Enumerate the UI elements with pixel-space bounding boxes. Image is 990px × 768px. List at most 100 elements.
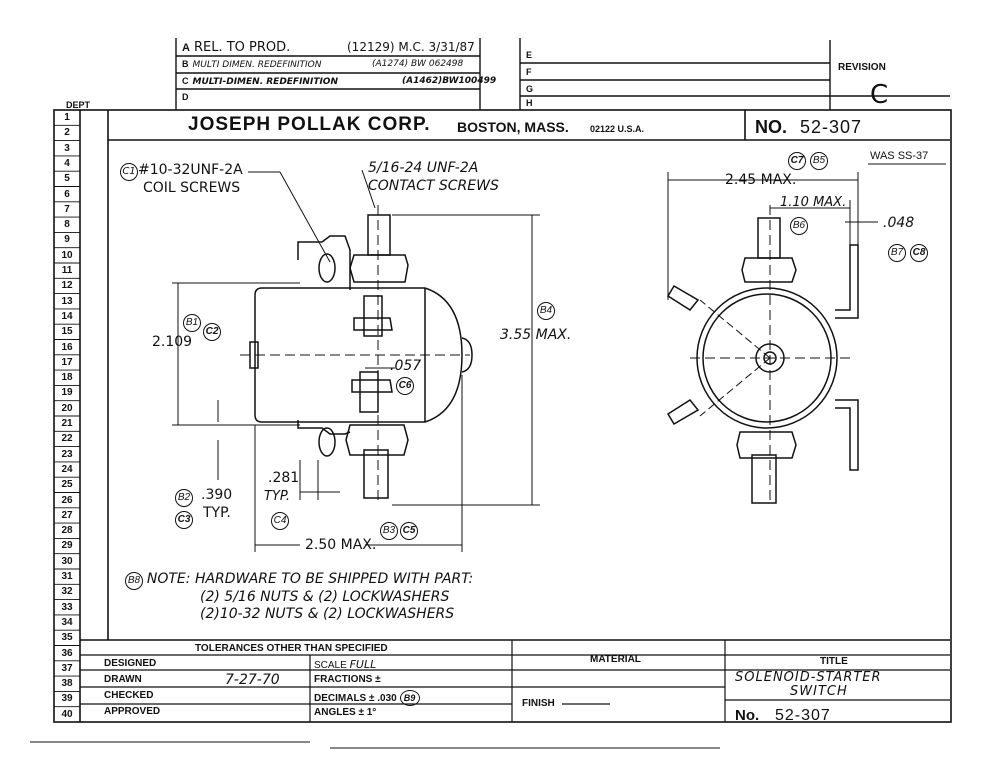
- side-stud-bottom: [751, 454, 777, 504]
- note-line-1: NOTE: HARDWARE TO BE SHIPPED WITH PART:: [146, 571, 474, 587]
- number-label: NO.: [755, 117, 788, 137]
- balloon-b7-wrap: B7: [888, 242, 906, 262]
- title-line-1: SOLENOID-STARTER: [735, 670, 882, 685]
- rev-letter-e: E: [526, 50, 533, 60]
- line-number: 15: [61, 326, 73, 338]
- dim-2109: 2.109: [152, 334, 193, 350]
- material-label: MATERIAL: [590, 654, 641, 665]
- finish-label: FINISH: [522, 698, 555, 709]
- line-number: 34: [61, 616, 73, 628]
- line-number: 3: [64, 142, 70, 154]
- balloon-c8-wrap: C8: [910, 242, 928, 262]
- coil-screws-spec: #10-32UNF-2A: [138, 162, 243, 178]
- line-number: 8: [64, 219, 70, 231]
- balloon-c4-wrap: C4: [271, 510, 289, 530]
- was-number: WAS SS-37: [870, 150, 929, 162]
- front-view: [240, 205, 473, 505]
- line-number: 28: [61, 525, 73, 537]
- balloon-c1: C1: [120, 162, 138, 181]
- line-number: 39: [61, 693, 73, 705]
- drawn-label: DRAWN: [104, 674, 142, 685]
- side-dimensions: [667, 172, 878, 300]
- balloon-c3: C3: [175, 510, 193, 529]
- coil-nut-top: [353, 317, 393, 331]
- balloon-b3: B3: [380, 521, 398, 540]
- line-number: 32: [61, 586, 73, 598]
- line-number: 6: [64, 188, 70, 200]
- line-number-rules: [54, 124, 80, 723]
- contact-stud-top: [367, 214, 391, 256]
- line-number: 29: [61, 540, 73, 552]
- balloon-b8: B8: [125, 571, 143, 590]
- coil-terminal-top: [363, 295, 383, 337]
- balloon-b4: B4: [537, 301, 555, 320]
- decimals-key: DECIMALS ± .030: [314, 693, 397, 704]
- scale-label: SCALE FULL: [314, 658, 376, 671]
- balloon-b1: B1: [183, 313, 201, 332]
- contact-nut-bottom: [345, 424, 409, 456]
- drawn-date: 7-27-70: [225, 672, 280, 688]
- drawing-number: 52-307: [800, 117, 863, 137]
- rev-text: MULTI DIMEN. REDEFINITION: [192, 60, 322, 70]
- designed-label: DESIGNED: [104, 658, 157, 669]
- balloon-b2-wrap: B2: [175, 487, 193, 507]
- line-number: 26: [61, 494, 73, 506]
- line-number: 12: [61, 280, 73, 292]
- line-number: 17: [61, 356, 73, 368]
- line-number: 22: [61, 433, 73, 445]
- rev-letter: C: [182, 76, 189, 86]
- line-number: 13: [61, 295, 73, 307]
- note-line-2: (2) 5/16 NUTS & (2) LOCKWASHERS: [200, 589, 450, 605]
- balloon-b5: B5: [810, 151, 828, 170]
- line-number: 20: [61, 402, 73, 414]
- balloon-c7-wrap: C7: [788, 150, 806, 170]
- decimals-label: DECIMALS ± .030 B9: [314, 690, 420, 706]
- line-number: 38: [61, 678, 73, 690]
- dim-390: .390: [201, 487, 233, 503]
- line-number: 19: [61, 387, 73, 399]
- mounting-bracket-top: [297, 235, 351, 290]
- contact-screws-label: CONTACT SCREWS: [368, 178, 499, 194]
- angles-label: ANGLES ± 1°: [314, 707, 377, 718]
- line-number: 9: [64, 234, 70, 246]
- title-no-value: 52-307: [775, 707, 831, 724]
- rev-ref: (12129) M.C. 3/31/87: [347, 40, 475, 54]
- rev-ref: (A1462)BW100499: [402, 76, 497, 86]
- title-label: TITLE: [820, 656, 848, 667]
- balloon-b6: B6: [790, 216, 808, 235]
- revision-label: REVISION: [838, 62, 886, 73]
- checked-label: CHECKED: [104, 690, 154, 701]
- side-bracket-top: [835, 244, 859, 319]
- approved-label: APPROVED: [104, 706, 161, 717]
- contact-nut-top: [349, 254, 409, 283]
- revision-row-d: D: [182, 92, 193, 102]
- rev-letter: A: [182, 42, 190, 54]
- balloon-c6: C6: [396, 376, 414, 395]
- tolerances-label: TOLERANCES OTHER THAN SPECIFIED: [195, 643, 388, 654]
- side-terminal-upper: [666, 284, 700, 311]
- note-line-3: (2)10-32 NUTS & (2) LOCKWASHERS: [200, 606, 455, 622]
- side-stud-top: [757, 217, 781, 259]
- dim-110: 1.10 MAX.: [780, 195, 847, 210]
- line-number: 23: [61, 448, 73, 460]
- coil-screws-label: COIL SCREWS: [143, 180, 241, 196]
- revision-block-lines: [175, 38, 950, 110]
- line-number: 31: [61, 571, 73, 582]
- scale-key: SCALE: [314, 660, 347, 671]
- dim-057: .057: [390, 358, 422, 374]
- balloon-c2: C2: [203, 322, 221, 341]
- rev-letter-g: G: [526, 84, 534, 94]
- coil-nut-bottom: [351, 379, 393, 393]
- balloon-c6-wrap: C6: [396, 375, 414, 395]
- line-number: 24: [61, 463, 73, 475]
- line-number: 10: [61, 249, 73, 261]
- balloon-c5-wrap: C5: [400, 520, 418, 540]
- line-number: 11: [61, 265, 73, 276]
- end-cap: [461, 337, 473, 373]
- bracket-slot-top: [318, 253, 336, 283]
- balloon-b3-wrap: B3: [380, 520, 398, 540]
- balloon-b6-wrap: B6: [790, 215, 808, 235]
- line-number: 14: [61, 310, 73, 322]
- bracket-slot-bottom: [318, 427, 336, 457]
